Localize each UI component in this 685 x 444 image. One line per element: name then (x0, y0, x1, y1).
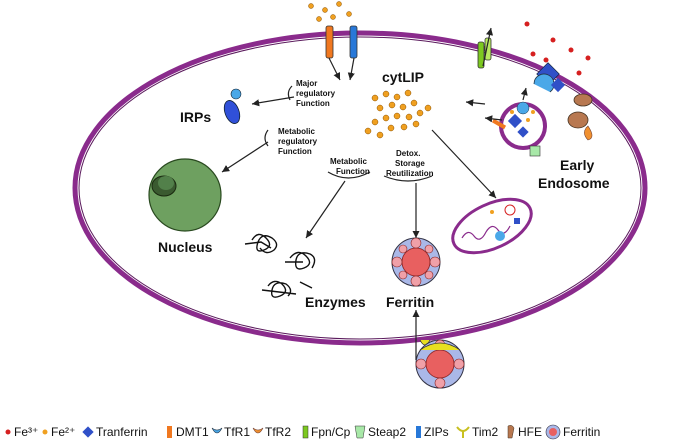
nucleus (148, 158, 222, 232)
metabolic-regulatory-label: Metabolic regulatory Function (278, 127, 319, 156)
legend-zips: ZIPs (424, 425, 449, 439)
tfr1-icon (211, 427, 223, 434)
legend-fpn-cp: Fpn/Cp (311, 425, 351, 439)
tfr1-complex (533, 62, 566, 93)
fpn-cp-icon (302, 425, 309, 439)
legend-fe3: Fe³⁺ (14, 425, 38, 439)
zips-icon (416, 426, 421, 438)
enzymes-label: Enzymes (305, 294, 366, 310)
tfr2-protein (584, 125, 593, 141)
cytlip-fe2-cluster (364, 89, 432, 139)
legend-transferrin: Tranferrin (96, 425, 148, 439)
ferritin-cell (391, 237, 441, 287)
fe2-icon (42, 429, 48, 435)
dmt1-transporter (325, 25, 334, 59)
irps-protein (223, 88, 242, 124)
hfe-icon (507, 425, 515, 439)
mitochondrion (451, 197, 533, 255)
ferritin-label: Ferritin (386, 294, 434, 310)
cell-membrane-inner (78, 36, 642, 340)
irps-label: IRPs (180, 109, 211, 125)
fe2-top-dots (308, 1, 352, 22)
ferritin-icon (545, 424, 561, 440)
legend-hfe: HFE (518, 425, 542, 439)
legend-tfr2: TfR2 (265, 425, 291, 439)
legend-tfr1: TfR1 (224, 425, 250, 439)
enzymes-icon (244, 233, 316, 298)
tim2-icon (456, 426, 470, 438)
legend-fe2: Fe²⁺ (51, 425, 75, 439)
fe3-dots (524, 21, 591, 76)
legend-dmt1: DMT1 (176, 425, 209, 439)
cell-membrane (72, 30, 648, 346)
dmt1-icon (167, 426, 172, 438)
legend: Fe³⁺ Fe²⁺ Tranferrin DMT1 TfR1 TfR2 Fpn/… (5, 424, 600, 440)
fpn-cp-exporter (477, 37, 492, 69)
cytlip-label: cytLIP (382, 69, 424, 85)
fe3-icon (5, 429, 11, 435)
detox-storage-label: Detox. Storage Reutilization (386, 149, 434, 178)
steap2-icon (354, 425, 366, 439)
legend-tim2: Tim2 (472, 425, 499, 439)
ferritin-tim2-entry (415, 339, 465, 389)
early-endosome-label-2: Endosome (538, 175, 610, 191)
early-endosome-label-1: Early (560, 157, 594, 173)
transferrin-icon (82, 426, 94, 438)
tfr2-icon (252, 427, 264, 434)
zips-transporter (349, 25, 358, 59)
early-endosome (491, 101, 547, 157)
nucleus-label: Nucleus (158, 239, 213, 255)
legend-ferritin: Ferritin (563, 425, 600, 439)
metabolic-function-label: Metabolic Function (330, 157, 370, 176)
legend-steap2: Steap2 (368, 425, 406, 439)
hfe-protein (567, 93, 593, 129)
major-function-label: Major regulatory Function (296, 79, 337, 108)
